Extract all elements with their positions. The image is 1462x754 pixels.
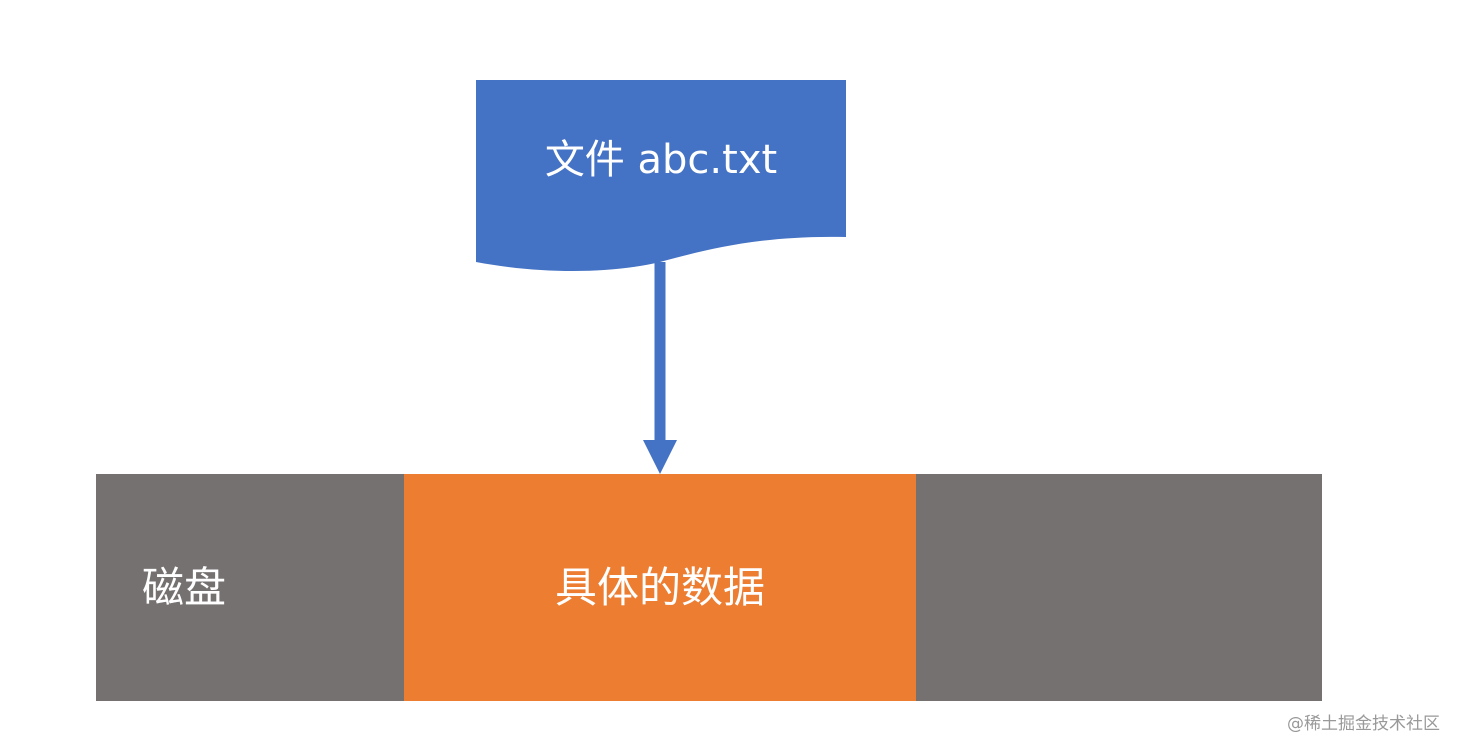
disk-bar: 磁盘 具体的数据 bbox=[96, 474, 1322, 701]
file-label: 文件 abc.txt bbox=[544, 137, 778, 183]
file-document-shape bbox=[476, 80, 846, 271]
data-block-label: 具体的数据 bbox=[554, 563, 765, 612]
watermark: @稀土掘金技术社区 bbox=[1287, 714, 1440, 734]
disk-label: 磁盘 bbox=[142, 563, 227, 612]
arrow-head bbox=[643, 440, 677, 474]
data-block: 具体的数据 bbox=[404, 474, 916, 701]
